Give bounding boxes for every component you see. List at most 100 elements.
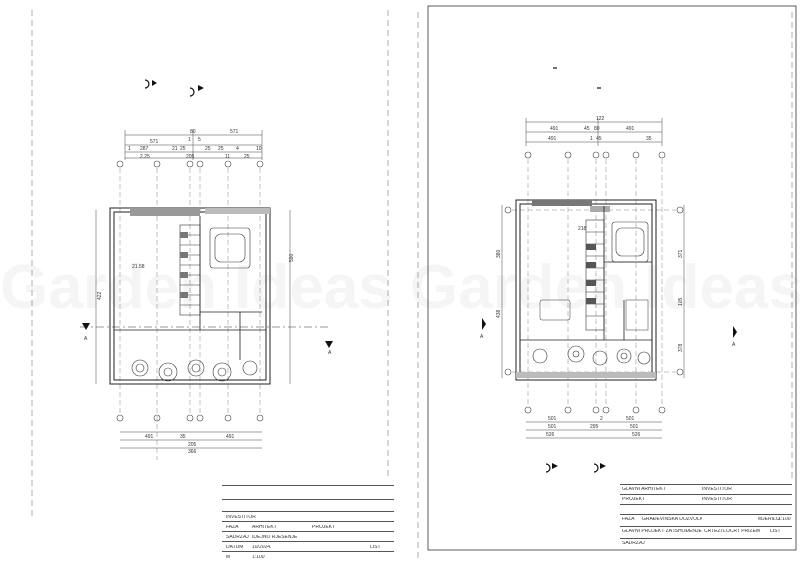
dim-label: 491 <box>145 434 154 440</box>
title-block-field: FAZA <box>226 525 239 530</box>
dim-label: 21 <box>172 146 178 152</box>
dim-label: 590 <box>289 253 295 262</box>
dim-label: 491 <box>226 434 235 440</box>
dim-label: 205 <box>188 442 197 448</box>
dim-label: 21.58 <box>132 264 145 270</box>
title-block-field: DATUM <box>226 545 244 550</box>
dim-label: 25 <box>218 146 224 152</box>
dim-label: 80 <box>594 126 600 132</box>
title-block-field: INVESTITOR <box>226 515 256 520</box>
furniture <box>539 299 649 331</box>
dim-label: 501 <box>548 424 557 430</box>
section-label: A <box>480 334 484 340</box>
title-block-field: SADRŽAJ <box>226 535 249 540</box>
dim-label: 1 <box>590 136 593 142</box>
title-block-field: SADRŽAJ <box>622 541 645 546</box>
title-block-field: 10/2024. <box>252 545 272 550</box>
section-marker-icon <box>82 323 90 330</box>
title-block-field: GLAVNI PROJEKT ZA ISHOĐENJE GRAĐEVINSKE … <box>622 529 702 534</box>
dim-label: 366 <box>188 449 197 455</box>
dim-label: 371 <box>678 249 684 258</box>
bathtub <box>611 221 649 263</box>
dim-label: 5 <box>198 137 201 143</box>
dim-label: 422 <box>97 291 103 300</box>
section-marker-icon <box>325 341 333 348</box>
dim-label: 438 <box>496 309 502 318</box>
title-block-field: LIST <box>770 529 781 534</box>
title-block-field: INVESTITOR <box>702 497 732 502</box>
dim-label: 25 <box>244 154 250 160</box>
dim-label: 35 <box>646 136 652 142</box>
dim-label: 2 <box>600 416 603 422</box>
dim-label: 205 <box>186 154 195 160</box>
dim-label: 25 <box>180 146 186 152</box>
wall-hatch <box>130 208 200 216</box>
dim-label: 526 <box>632 432 641 438</box>
terrace-edge <box>516 372 656 378</box>
section-marker-icon <box>482 318 486 330</box>
floor-plan-left: 80 571 571 1 5 1 287 21 25 25 25 4 10 2.… <box>31 10 389 520</box>
title-block-field: PROJEKT <box>622 497 646 502</box>
dim-label: 287 <box>140 146 149 152</box>
drawing-sheet-right: 122 491 45 80 491 491 1 45 35 <box>400 0 800 566</box>
dim-label: 491 <box>550 126 559 132</box>
wall-hatch <box>590 206 610 212</box>
title-block-field: M <box>226 555 231 560</box>
title-block-field: TLOCRT PRIZEMLJA <box>720 529 760 534</box>
dim-label: 380 <box>496 249 502 258</box>
section-label: A <box>84 336 88 342</box>
room-label: 218 <box>578 226 587 232</box>
dim-label: 571 <box>230 129 239 135</box>
staircase <box>179 224 201 316</box>
title-block-field: 1:100 <box>778 517 791 522</box>
title-block-field: INVESTITOR <box>702 487 732 492</box>
dim-label: 571 <box>150 139 159 145</box>
section-marker-icon <box>733 326 737 338</box>
wall-hatch <box>205 208 270 214</box>
bathtub <box>209 227 251 269</box>
title-block-left: INVESTITOR FAZA ARHITEKT PROJEKT SADRŽAJ… <box>222 485 394 563</box>
dim-label: 378 <box>678 343 684 352</box>
dim-label: 35 <box>180 434 186 440</box>
dim-label: 80 <box>190 129 196 135</box>
title-block-field: LIST <box>370 545 381 550</box>
wall-hatch <box>532 200 592 206</box>
title-block-right: GLAVNI ARHITEKT INVESTITOR PROJEKT INVES… <box>620 484 792 548</box>
title-block-field: PROJEKT <box>312 525 336 530</box>
dim-label: 45 <box>596 136 602 142</box>
title-block-field: FAZA <box>622 517 635 522</box>
dim-label: 526 <box>546 432 555 438</box>
dim-label: 295 <box>590 424 599 430</box>
title-block-field: MJERILO <box>758 517 780 522</box>
section-label: A <box>732 342 736 348</box>
title-block-field: 1:100 <box>252 555 265 560</box>
landscape-planting <box>532 345 651 366</box>
floor-plan-right: 122 491 45 80 491 491 1 45 35 <box>417 5 797 560</box>
dim-label: 10 <box>256 146 262 152</box>
staircase <box>585 219 605 331</box>
section-label: A <box>328 350 332 356</box>
drawing-sheet-left: 80 571 571 1 5 1 287 21 25 25 25 4 10 2.… <box>31 10 394 563</box>
dim-label: 501 <box>626 416 635 422</box>
title-block-field: GRAĐEVINSKA DOZVOLA <box>642 517 702 522</box>
dim-label: 122 <box>596 116 605 122</box>
title-block-field: GLAVNI ARHITEKT <box>622 487 666 492</box>
title-block-field: IDEJNO RJEŠENJE <box>252 535 298 540</box>
dim-label: 491 <box>548 136 557 142</box>
dim-label: 501 <box>548 416 557 422</box>
dim-label: 45 <box>584 126 590 132</box>
title-block-field: ARHITEKT <box>252 525 277 530</box>
north-arrow-icon <box>144 79 204 97</box>
dim-label: 501 <box>630 424 639 430</box>
dim-label: 1 <box>128 146 131 152</box>
dim-label: 2.25 <box>140 154 150 160</box>
title-block-field: CRTEŽ <box>704 529 721 534</box>
dim-label: 25 <box>205 146 211 152</box>
dim-label: 11 <box>225 154 230 160</box>
landscape-planting <box>131 359 258 382</box>
dim-label: 4 <box>236 146 239 152</box>
dim-label: 105 <box>678 297 684 306</box>
dim-label: 491 <box>626 126 635 132</box>
north-arrow-icon <box>545 67 606 473</box>
dim-label: 1 <box>188 137 191 143</box>
